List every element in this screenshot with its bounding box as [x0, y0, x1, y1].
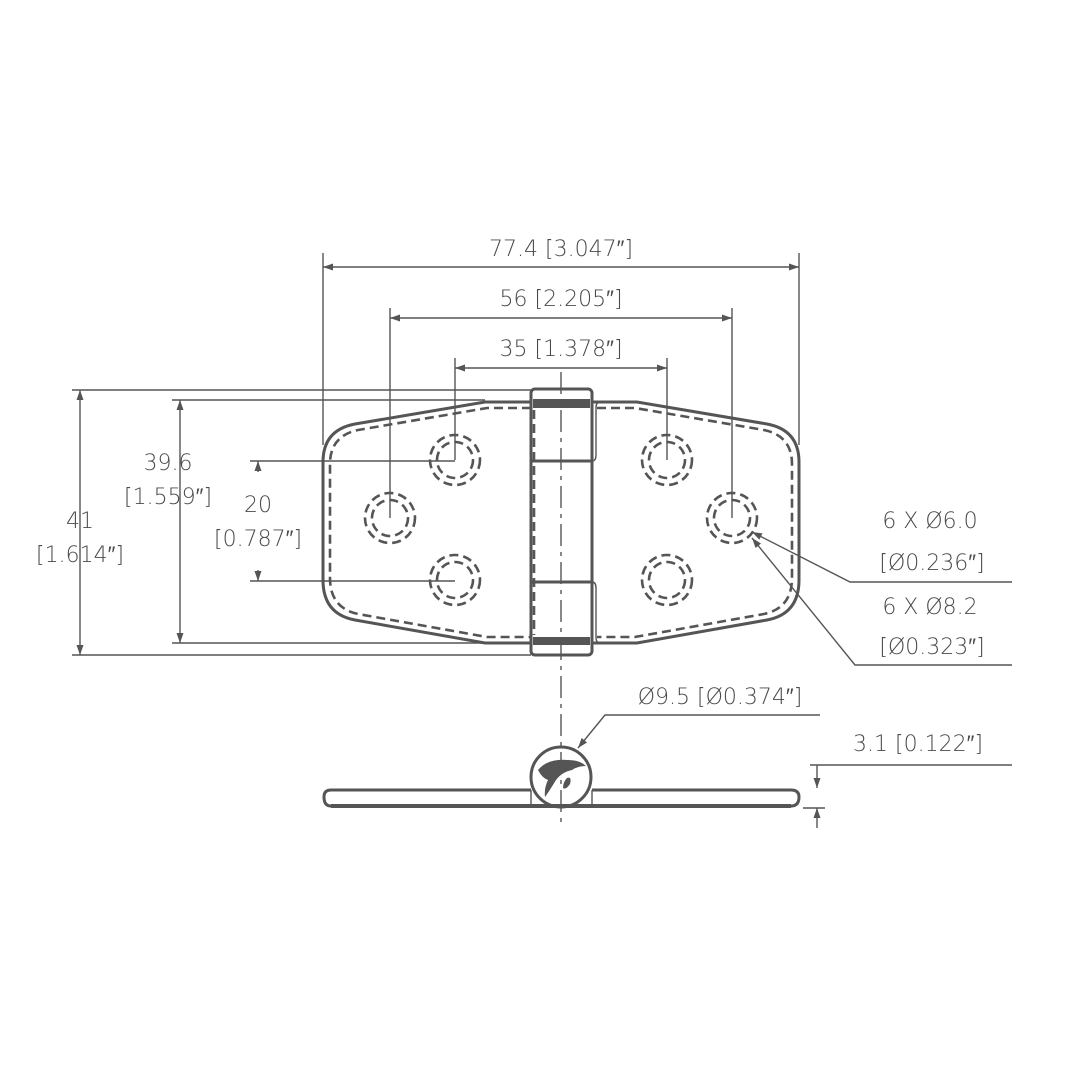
dimension-lines	[72, 253, 1012, 828]
hole-spacing-inner-label: 35 [1.378″]	[500, 337, 623, 362]
hole-vertical-label-mm: 20	[244, 493, 272, 518]
leaf-height-label-mm: 39.6	[144, 451, 193, 476]
width-label: 77.4 [3.047″]	[489, 237, 633, 262]
knuckle-diameter-label: Ø9.5 [Ø0.374″]	[638, 685, 803, 710]
hole-vertical-label-in: [0.787″]	[214, 527, 302, 552]
right-leaf-outline	[592, 400, 801, 645]
left-leaf-outline	[321, 400, 531, 645]
hole	[428, 553, 482, 607]
hinge-side-view	[322, 745, 801, 809]
small-hole-label-in: [Ø0.236″]	[879, 551, 984, 576]
hinge-top-view	[321, 372, 801, 822]
dimension-labels: 77.4 [3.047″] 56 [2.205″] 35 [1.378″] 41…	[36, 237, 985, 757]
right-leaf-knuckle-cut	[591, 401, 601, 644]
height-label-mm: 41	[66, 509, 94, 534]
height-label-in: [1.614″]	[36, 543, 124, 568]
large-hole-label-in: [Ø0.323″]	[879, 635, 984, 660]
left-leaf-countersink	[328, 406, 531, 639]
hole-spacing-outer-label: 56 [2.205″]	[500, 287, 623, 312]
large-hole-label-mm: 6 X Ø8.2	[882, 595, 977, 620]
side-plate	[322, 788, 801, 808]
hole	[640, 553, 694, 607]
leaf-height-label-in: [1.559″]	[124, 485, 212, 510]
small-hole-label-mm: 6 X Ø6.0	[882, 509, 977, 534]
right-leaf-countersink	[597, 406, 794, 639]
orca-whale-icon	[538, 759, 586, 797]
thickness-label: 3.1 [0.122″]	[853, 732, 983, 757]
knuckle-section	[529, 745, 593, 809]
